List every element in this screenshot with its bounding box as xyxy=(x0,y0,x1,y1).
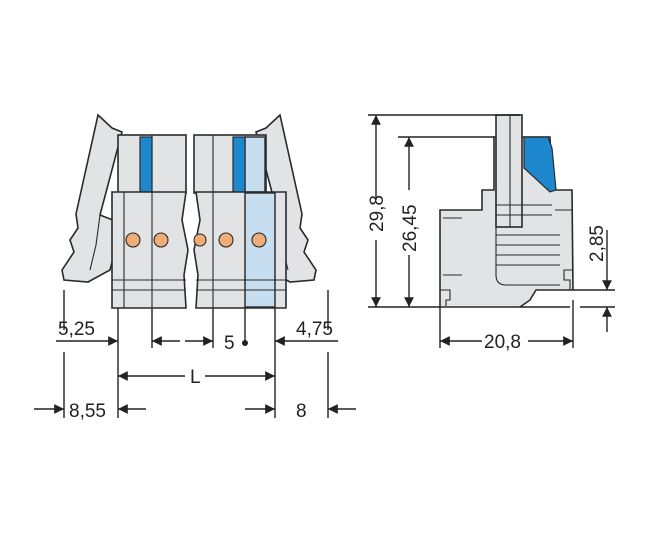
dim-right-total: 8 xyxy=(296,401,307,422)
front-view: 5,25 5 4,75 L 8,55 8 xyxy=(34,113,356,422)
dim-length: L xyxy=(190,367,201,388)
dim-depth: 20,8 xyxy=(484,332,521,353)
dim-left-offset: 5,25 xyxy=(58,319,95,340)
dim-right-offset: 4,75 xyxy=(296,319,333,340)
left-latch xyxy=(61,113,123,283)
pin xyxy=(153,232,169,248)
pin xyxy=(193,233,207,247)
pin xyxy=(251,232,267,248)
dim-foot-offset: 2,85 xyxy=(587,225,608,262)
dim-pitch: 5 xyxy=(224,333,235,354)
right-marker-strip xyxy=(232,136,246,193)
pin xyxy=(218,232,234,248)
left-module-body xyxy=(111,191,189,309)
dim-body-height: 26,45 xyxy=(400,204,421,252)
side-blue-lever xyxy=(523,136,557,193)
side-view: 29,8 26,45 2,85 20,8 xyxy=(367,114,615,353)
left-marker-strip xyxy=(139,136,153,193)
dim-left-total: 8,55 xyxy=(69,401,106,422)
dim-total-height: 29,8 xyxy=(367,195,388,232)
pin xyxy=(125,232,141,248)
right-module-blue-section xyxy=(244,192,276,308)
side-handle xyxy=(495,114,523,228)
right-module-top-blue xyxy=(244,136,266,193)
